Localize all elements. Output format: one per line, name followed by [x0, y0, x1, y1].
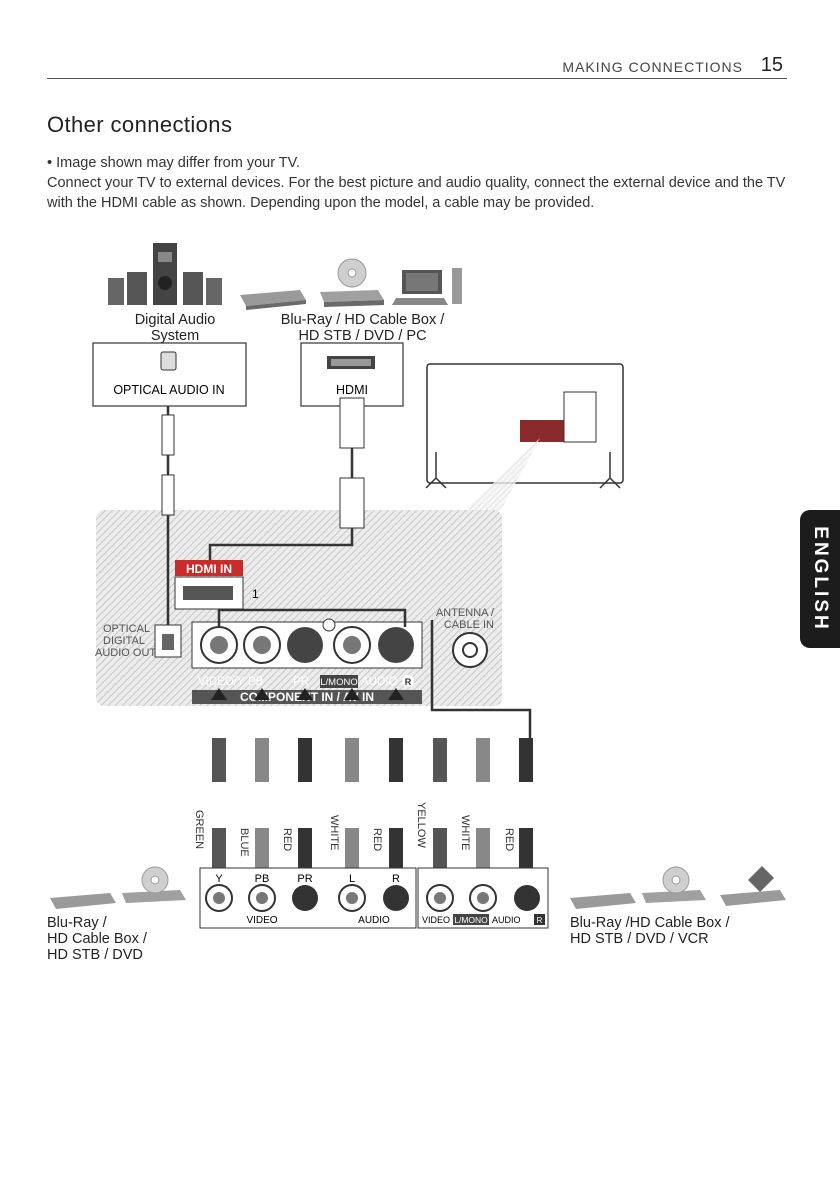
jack-video-y	[200, 626, 238, 664]
svg-text:GREEN: GREEN	[193, 810, 205, 849]
hdmi-in-port: HDMI IN 1	[174, 560, 259, 610]
optical-out-label: OPTICAL	[103, 623, 150, 635]
hdmi-plug-top	[339, 397, 365, 449]
svg-text:RED: RED	[371, 828, 383, 851]
tv-back-panel	[96, 510, 502, 706]
svg-text:R: R	[537, 916, 543, 925]
section-title: MAKING CONNECTIONS	[562, 59, 743, 75]
speaker-system-icon	[108, 243, 222, 305]
component-av-bar	[192, 690, 422, 704]
svg-text:WHITE: WHITE	[459, 815, 471, 850]
svg-text:RED: RED	[281, 828, 293, 851]
right-device-label: Blu-Ray /HD Cable Box /HD STB / DVD / VC…	[570, 915, 730, 947]
hdmi-device-label-text: HDMI	[336, 383, 368, 397]
optical-audio-in-box	[92, 342, 247, 407]
svg-text:R: R	[392, 873, 400, 885]
svg-text:WHITE: WHITE	[328, 815, 340, 850]
antenna-label: ANTENNA /	[436, 607, 495, 619]
svg-text:COMPONENT IN / AV IN: COMPONENT IN / AV IN	[240, 690, 374, 704]
computer-icon	[392, 268, 462, 305]
up-arrows	[211, 688, 404, 700]
page-header: MAKING CONNECTIONS 15	[47, 54, 787, 79]
bluray-player-icon	[240, 290, 384, 310]
rca-plugs-upper	[212, 738, 533, 782]
label-video-y: VIDEO/Y	[198, 676, 245, 688]
svg-text:RED: RED	[503, 828, 515, 851]
hdmi-plug-bottom	[339, 477, 365, 529]
svg-text:AUDIO: AUDIO	[492, 915, 521, 925]
jack-pr	[287, 627, 323, 663]
svg-text:PR: PR	[293, 676, 309, 688]
optical-out-port	[154, 624, 182, 658]
left-device-label: Blu-Ray /HD Cable Box /HD STB / DVD	[47, 915, 147, 963]
svg-text:PR: PR	[297, 873, 312, 885]
hdmi-device-label: Blu-Ray / HD Cable Box /HD STB / DVD / P…	[280, 312, 445, 344]
component-av-panel	[191, 621, 423, 669]
hdmi-device-box	[300, 342, 404, 407]
svg-text:VIDEO: VIDEO	[246, 915, 277, 926]
left-bluray-icon	[50, 866, 186, 909]
optical-plug-top	[161, 414, 175, 456]
svg-text:R: R	[405, 677, 412, 687]
device-av-panel	[417, 867, 549, 929]
intro-paragraph: Connect your TV to external devices. For…	[47, 175, 786, 211]
page-number: 15	[760, 54, 783, 76]
svg-text:YELLOW: YELLOW	[415, 802, 427, 848]
jack-pb	[243, 626, 281, 664]
svg-text:AUDIO: AUDIO	[358, 915, 390, 926]
bullet-note: • Image shown may differ from your TV.	[47, 155, 301, 171]
jack-r	[378, 627, 414, 663]
cable-lines	[166, 406, 532, 740]
page-title: Other connections	[47, 112, 233, 137]
svg-text:1: 1	[252, 587, 259, 601]
cable-color-labels: GREEN BLUE RED WHITE RED YELLOW WHITE RE…	[193, 802, 515, 857]
svg-text:PB: PB	[248, 676, 264, 688]
antenna-port	[452, 632, 488, 668]
svg-text:L/MONO: L/MONO	[320, 677, 357, 688]
svg-text:AUDIO OUT: AUDIO OUT	[95, 647, 156, 659]
intro-text: • Image shown may differ from your TV. C…	[47, 153, 792, 213]
svg-text:DIGITAL: DIGITAL	[103, 635, 145, 647]
svg-text:L: L	[349, 873, 355, 885]
svg-text:Y: Y	[215, 873, 223, 885]
optical-audio-in-label: OPTICAL AUDIO IN	[113, 383, 224, 397]
svg-text:CABLE IN: CABLE IN	[444, 619, 494, 631]
svg-text:BLUE: BLUE	[238, 828, 250, 857]
svg-text:VIDEO: VIDEO	[422, 915, 450, 925]
tv-illustration	[425, 363, 624, 489]
device-component-panel	[199, 867, 417, 929]
svg-text:AUDIO: AUDIO	[361, 676, 397, 688]
right-bluray-icon	[570, 866, 786, 909]
language-tab: ENGLISH	[800, 510, 840, 648]
optical-plug-bottom	[161, 474, 175, 516]
rca-plugs-lower	[212, 828, 533, 868]
jack-l-mono	[333, 626, 371, 664]
disc-icon	[337, 258, 367, 288]
svg-text:HDMI IN: HDMI IN	[186, 562, 232, 576]
svg-text:L/MONO: L/MONO	[454, 915, 488, 925]
svg-text:PB: PB	[255, 873, 270, 885]
